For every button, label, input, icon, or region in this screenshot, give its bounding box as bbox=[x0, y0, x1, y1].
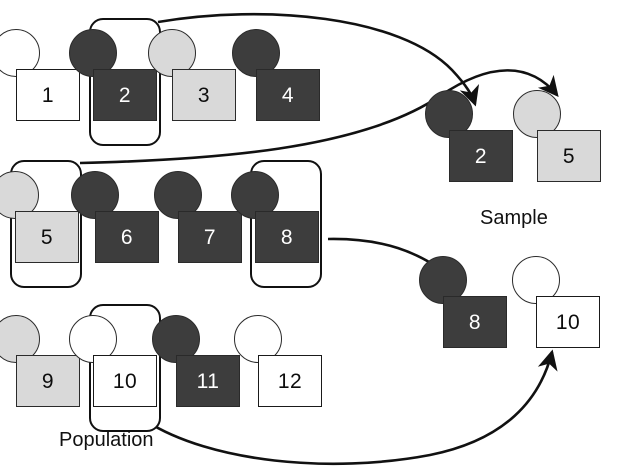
population-label: Population bbox=[59, 429, 154, 451]
unit-box: 10 bbox=[536, 296, 600, 348]
unit-box: 5 bbox=[537, 130, 601, 182]
unit-box: 5 bbox=[15, 211, 79, 263]
unit-box: 8 bbox=[255, 211, 319, 263]
unit-box: 12 bbox=[258, 355, 322, 407]
unit-box: 1 bbox=[16, 69, 80, 121]
sample-label: Sample bbox=[480, 207, 548, 229]
unit-box: 2 bbox=[93, 69, 157, 121]
unit-box: 4 bbox=[256, 69, 320, 121]
unit-box: 9 bbox=[16, 355, 80, 407]
unit-box: 11 bbox=[176, 355, 240, 407]
unit-box: 10 bbox=[93, 355, 157, 407]
unit-box: 7 bbox=[178, 211, 242, 263]
unit-box: 3 bbox=[172, 69, 236, 121]
unit-box: 2 bbox=[449, 130, 513, 182]
unit-box: 6 bbox=[95, 211, 159, 263]
unit-box: 8 bbox=[443, 296, 507, 348]
